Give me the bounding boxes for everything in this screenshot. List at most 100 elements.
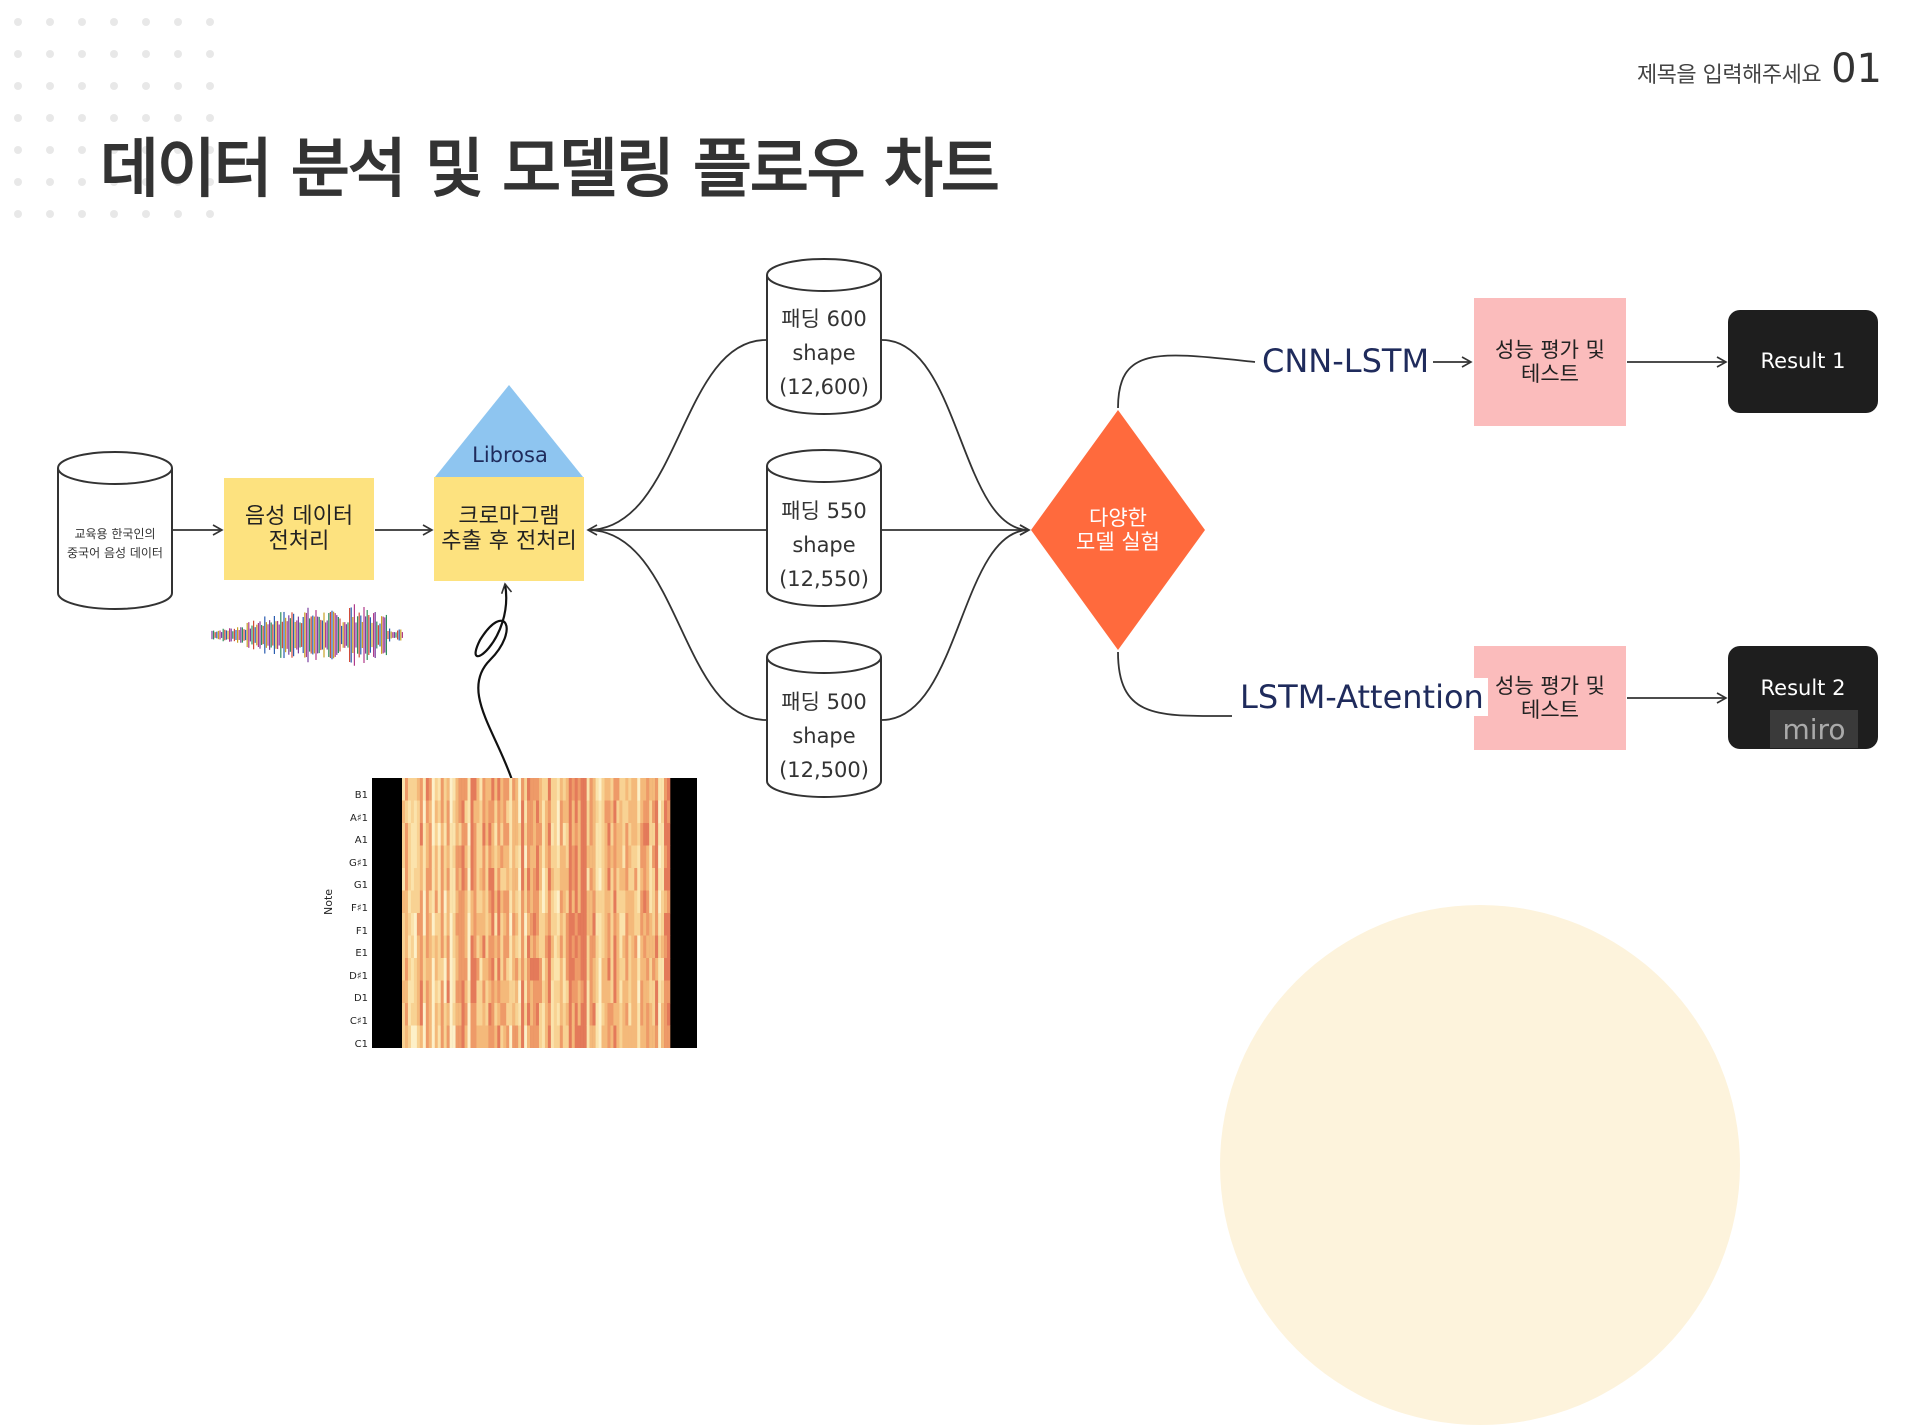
heatmap-cell [568,845,573,869]
heatmap-cell [419,845,424,869]
heatmap-cell [556,1003,561,1026]
heatmap-cell [419,980,424,1004]
heatmap-cell [655,778,659,801]
heatmap-cell [631,935,635,959]
heatmap-cell [640,890,644,914]
heatmap-cell [506,868,510,891]
heatmap-cell [422,1025,427,1048]
heatmap-cell [419,868,424,891]
heatmap-cell [568,868,573,891]
heatmap-cell [607,778,611,801]
heatmap-cell [479,868,483,891]
heatmap-cell [541,823,546,846]
heatmap-cell [553,1025,558,1048]
heatmap-cell [488,778,492,801]
heatmap-cell [565,868,570,891]
heatmap-cell [598,913,602,936]
padding-cylinder-600 [766,258,882,415]
heatmap-cell [586,913,590,936]
decor-dot [174,18,182,26]
decor-dot [142,178,150,186]
heatmap-cell [449,868,453,891]
heatmap-cell [467,958,471,981]
heatmap-cell [524,868,528,891]
heatmap-cell [622,1003,626,1026]
heatmap-cell [455,800,459,824]
heatmap-cell [577,868,581,891]
heatmap-cell [503,845,507,869]
heatmap-cell [613,868,617,891]
heatmap-cell [655,800,659,824]
heatmap-cell [407,868,412,891]
heatmap-cell [661,800,665,824]
heatmap-cell [479,913,483,936]
heatmap-cell [410,868,415,891]
heatmap-cell [646,958,650,981]
heatmap-cell [565,778,570,801]
heatmap-cell [464,868,468,891]
heatmap-cell [601,868,605,891]
heatmap-cell [536,890,540,914]
heatmap-cell [667,958,671,981]
heatmap-cell [652,980,656,1004]
heatmap-cell [544,1003,549,1026]
heatmap-cell [625,935,629,959]
heatmap-cell [613,980,617,1004]
heatmap-cell [512,935,516,959]
heatmap-cell [625,1003,629,1026]
heatmap-cell [413,1003,418,1026]
heatmap-cell [503,958,507,981]
heatmap-cell [664,913,668,936]
heatmap-cell [461,868,465,891]
heatmap-cell [625,845,629,869]
heatmap-cell [622,958,626,981]
heatmap-cell [488,1003,492,1026]
heatmap-cell [521,823,525,846]
heatmap-cell [628,778,632,801]
heatmap-cell [500,868,504,891]
heatmap-cell [574,1025,578,1048]
padding-500-dims: (12,500) [779,758,869,782]
heatmap-cell [476,913,480,936]
heatmap-cell [530,778,534,801]
heatmap-cell [515,845,519,869]
decor-dot [14,146,22,154]
heatmap-cell [601,890,605,914]
decor-dot [206,50,214,58]
evaluation-label-1: 성능 평가 및 테스트 [1474,298,1626,426]
heatmap-cell [524,1003,528,1026]
heatmap-cell [425,868,430,891]
heatmap-cell [419,913,424,936]
heatmap-cell [422,868,427,891]
heatmap-cell [518,913,522,936]
heatmap-cell [425,778,430,801]
heatmap-cell [562,890,567,914]
heatmap-cell [488,845,492,869]
heatmap-cell [494,913,498,936]
heatmap-tick-label: F1 [355,925,368,937]
heatmap-cell [655,1025,659,1048]
heatmap-cell [565,1003,570,1026]
heatmap-cell [577,823,581,846]
heatmap-cell [634,778,638,801]
heatmap-ylabel: Note [322,888,335,915]
heatmap-cell [413,935,418,959]
heatmap-cell [664,958,668,981]
heatmap-cell [610,1003,614,1026]
heatmap-tick-label: A♯1 [349,812,368,824]
heatmap-cell [413,845,418,869]
evaluation-1-line2: 테스트 [1521,362,1579,386]
heatmap-cell [437,958,442,981]
heatmap-cell [568,800,573,824]
heatmap-cell [643,935,647,959]
heatmap-cell [610,845,614,869]
heatmap-cell [616,778,620,801]
heatmap-cell [538,935,543,959]
heatmap-cell [550,845,555,869]
heatmap-cell [604,935,608,959]
heatmap-cell [559,980,564,1004]
heatmap-cell [553,1003,558,1026]
chromagram-label: 크로마그램 추출 후 전처리 [434,477,584,581]
heatmap-cell [550,890,555,914]
heatmap-cell [661,913,665,936]
